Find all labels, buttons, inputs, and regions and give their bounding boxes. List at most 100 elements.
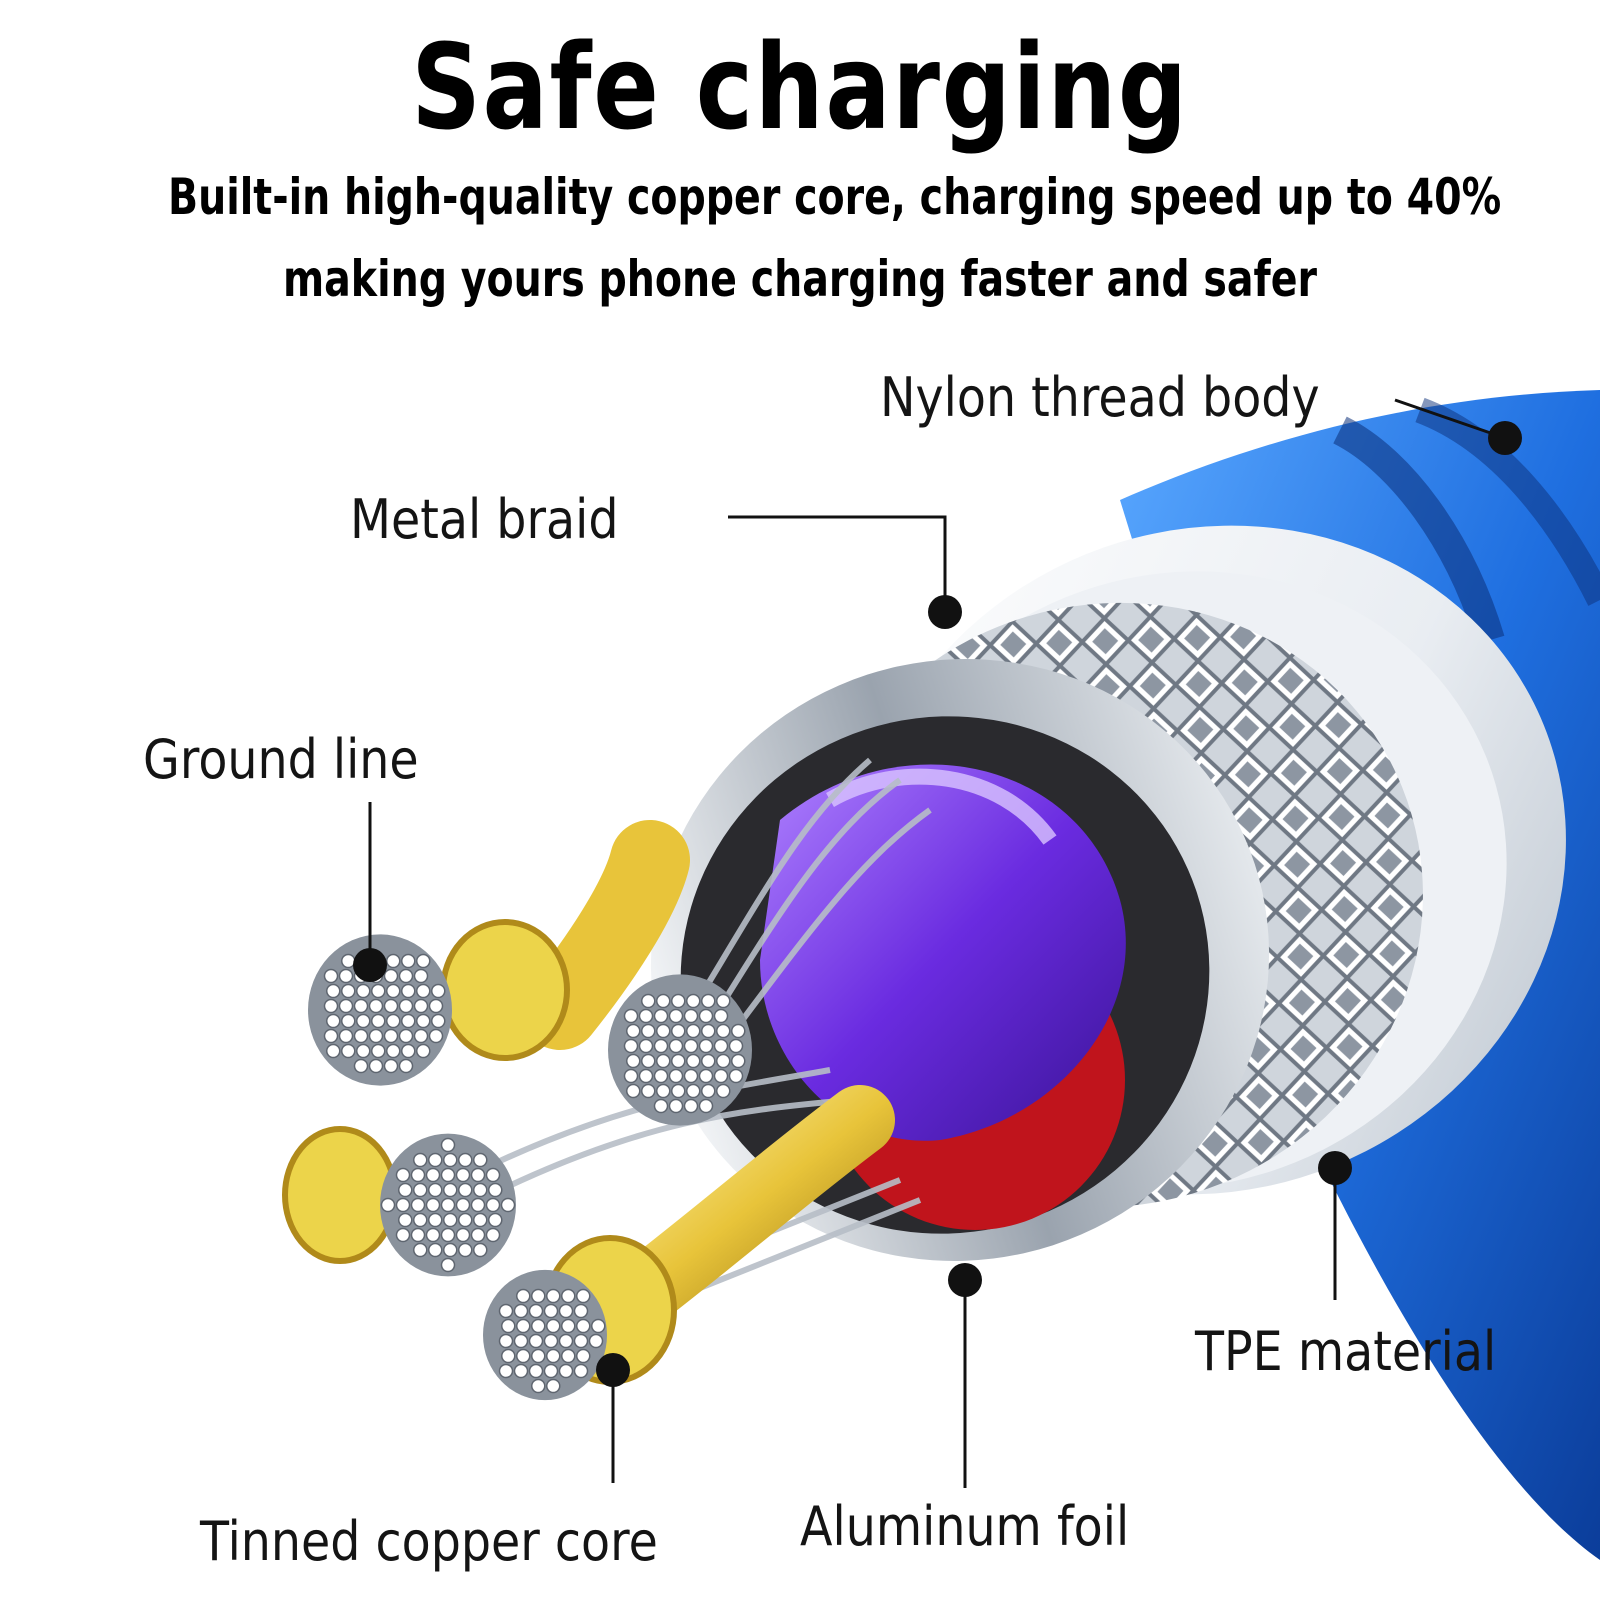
strand-dot (440, 1197, 456, 1213)
leader-dots (353, 421, 1522, 1387)
strand-dot (561, 1348, 576, 1364)
strand-dot (573, 1333, 589, 1349)
strand-dot (686, 993, 701, 1009)
strand-dot (368, 998, 384, 1014)
label-tpe-material: TPE material (1195, 1320, 1497, 1383)
strand-dot (443, 1212, 458, 1228)
strand-dot (671, 1083, 686, 1099)
strand-dot (443, 1152, 458, 1168)
strand-dot (591, 1318, 606, 1334)
strand-dot (326, 983, 341, 999)
strand-dot (338, 1028, 354, 1044)
strand-dot (356, 1043, 371, 1059)
strand-dot (638, 1068, 654, 1084)
strand-dot (588, 1333, 604, 1349)
strand-dot (501, 1348, 516, 1364)
strand-dot (626, 1053, 641, 1069)
strand-dot (383, 1058, 399, 1074)
strand-dot (410, 1167, 426, 1183)
strand-dot (698, 1008, 714, 1024)
strand-dot (623, 1008, 639, 1024)
strand-dot (371, 983, 386, 999)
strand-dot (558, 1333, 574, 1349)
strand-dot (668, 1098, 684, 1114)
strand-dot (683, 1098, 699, 1114)
strand-dot (413, 1182, 428, 1198)
strand-dot (338, 998, 354, 1014)
strand-dot (431, 983, 446, 999)
strand-dot (371, 1043, 386, 1059)
strand-dot (531, 1288, 546, 1304)
strand-dot (386, 983, 401, 999)
strand-dot (653, 1038, 669, 1054)
strand-dot (383, 998, 399, 1014)
strand-dot (413, 1152, 428, 1168)
strand-dot (416, 953, 431, 969)
strand-dot (341, 953, 356, 969)
strand-dot (501, 1318, 516, 1334)
strand-dot (686, 1053, 701, 1069)
strand-dot (383, 1028, 399, 1044)
strand-dot (326, 1013, 341, 1029)
strand-dot (440, 1137, 456, 1153)
strand-dot (623, 1068, 639, 1084)
strand-dot (323, 998, 339, 1014)
leader-lines (368, 398, 1506, 1488)
strand-dot (368, 1058, 384, 1074)
strand-dot (428, 1212, 443, 1228)
strand-dot (398, 968, 414, 984)
strand-dot (638, 1008, 654, 1024)
strand-dot (716, 1023, 731, 1039)
strand-dot (641, 1083, 656, 1099)
strand-dot (440, 1257, 456, 1273)
strand-dot (543, 1333, 559, 1349)
strand-dot (573, 1303, 589, 1319)
strand-dot (425, 1167, 441, 1183)
strand-dot (473, 1182, 488, 1198)
strand-dot (428, 1182, 443, 1198)
strand-dot (368, 1028, 384, 1044)
strand-dot (383, 968, 399, 984)
strand-dot (668, 1008, 684, 1024)
strand-dot (671, 993, 686, 1009)
strand-dot (713, 1008, 729, 1024)
strand-dot (431, 1013, 446, 1029)
strand-dot (656, 1023, 671, 1039)
strand-dot (561, 1318, 576, 1334)
strand-dot (458, 1152, 473, 1168)
strand-dot (485, 1227, 501, 1243)
label-ground-line: Ground line (143, 728, 419, 791)
strand-dot (683, 1008, 699, 1024)
strand-dot (683, 1038, 699, 1054)
strand-dot (546, 1288, 561, 1304)
gold-wires (282, 820, 895, 1385)
strand-dot (546, 1348, 561, 1364)
strand-dot (641, 993, 656, 1009)
strand-dot (386, 953, 401, 969)
strand-dot (395, 1197, 411, 1213)
strand-dot (440, 1167, 456, 1183)
strand-dot (668, 1068, 684, 1084)
strand-dot (513, 1303, 529, 1319)
strand-dot (701, 1083, 716, 1099)
strand-dot (561, 1288, 576, 1304)
strand-dot (701, 1023, 716, 1039)
strand-dot (386, 1013, 401, 1029)
strand-dot (671, 1023, 686, 1039)
strand-dot (531, 1318, 546, 1334)
strand-dot (416, 1013, 431, 1029)
strand-dot (398, 1182, 413, 1198)
strand-dot (728, 1038, 744, 1054)
strand-dot (626, 1083, 641, 1099)
strand-dot (576, 1318, 591, 1334)
strand-dot (653, 1008, 669, 1024)
strand-dot (425, 1197, 441, 1213)
strand-dot (386, 1043, 401, 1059)
strand-dot (500, 1197, 516, 1213)
strand-dot (698, 1068, 714, 1084)
strand-dot (716, 1083, 731, 1099)
strand-dot (638, 1038, 654, 1054)
strand-dot (341, 983, 356, 999)
strand-dot (341, 1043, 356, 1059)
strand-dot (485, 1197, 501, 1213)
